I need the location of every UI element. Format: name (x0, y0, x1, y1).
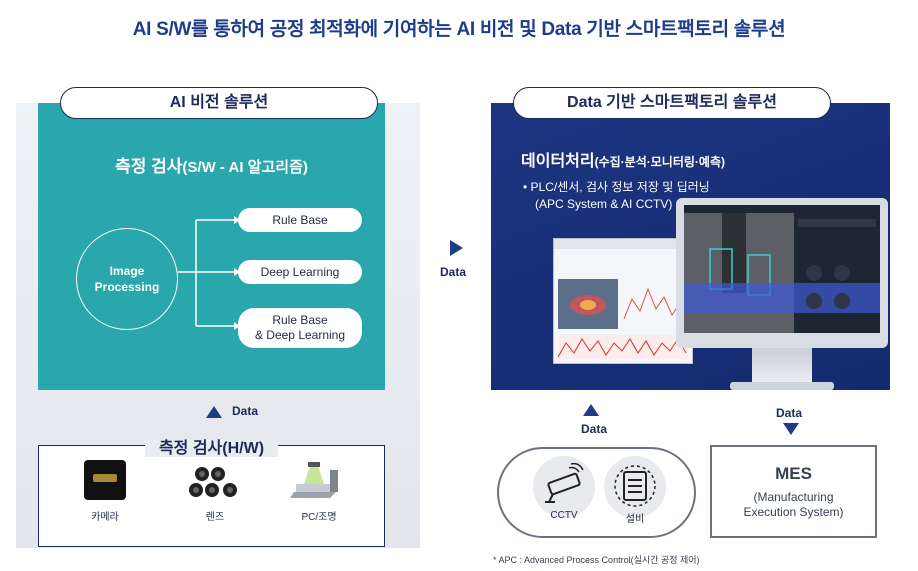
pc-lighting-icon (290, 462, 338, 498)
lens-icon (189, 467, 237, 497)
bullet-line1: • PLC/센서, 검사 정보 저장 및 딥러닝 (523, 180, 710, 194)
arrowhead-rule (234, 216, 240, 224)
hw-inspection-title-text: 측정 검사(H/W) (144, 440, 279, 457)
image-processing-line2: Processing (94, 280, 160, 294)
data-processing-bullet: • PLC/센서, 검사 정보 저장 및 딥러닝 (APC System & A… (523, 179, 710, 213)
lens-label: 렌즈 (205, 512, 225, 523)
equipment-data-label: Data (581, 422, 608, 436)
arrowhead-deep (234, 268, 240, 276)
cctv-icon (533, 456, 595, 518)
deep-learning-label: Deep Learning (260, 264, 340, 279)
camera-label: 카메라 (91, 512, 119, 523)
mes-data-label: Data (776, 406, 803, 420)
middle-data-label: Data (440, 265, 467, 279)
monitor-stand (752, 348, 812, 386)
branch-connectors (178, 216, 240, 330)
hw-to-sw-data-flow: Data (206, 404, 258, 418)
sw-inspection-detail: (S/W - AI 알고리즘) (182, 159, 308, 176)
mes-box (710, 445, 877, 538)
monitor-screen (684, 205, 880, 333)
up-arrow-icon (583, 404, 599, 416)
rule-deep-label-line1: Rule Base (272, 313, 328, 327)
footnote: * APC : Advanced Process Control(실시간 공정 … (493, 555, 700, 565)
arrowhead-both (234, 322, 240, 330)
page-title: AI S/W를 통하여 공정 최적화에 기여하는 AI 비전 및 Data 기반… (132, 19, 786, 40)
data-processing-detail: (수집·분석·모니터링·예측) (594, 155, 725, 169)
data-label: Data (232, 404, 259, 418)
monitor-base (730, 382, 834, 390)
mes-desc-line2: Execution System) (743, 505, 844, 519)
cctv-label: CCTV (550, 510, 578, 521)
deep-learning-node: Deep Learning (238, 260, 362, 284)
rule-base-node: Rule Base (238, 208, 362, 232)
rule-deep-label-line2: & Deep Learning (254, 328, 346, 342)
sw-inspection-title: 측정 검사(S/W - AI 알고리즘) (38, 152, 385, 177)
mes-description: (Manufacturing Execution System) (710, 490, 877, 520)
up-arrow-icon (206, 405, 222, 418)
hw-inspection-title: 측정 검사(H/W) (38, 434, 385, 458)
bullet-line2: (APC System & AI CCTV) (535, 197, 673, 211)
down-arrow-icon (783, 423, 799, 435)
equipment-group (497, 447, 696, 538)
facility-label: 설비 (625, 514, 645, 525)
sw-inspection-main: 측정 검사 (115, 157, 183, 176)
ai-vision-header: AI 비전 솔루션 (60, 87, 378, 119)
mes-title: MES (775, 464, 812, 483)
smart-factory-header: Data 기반 스마트팩토리 솔루션 (513, 87, 831, 119)
pc-lighting-label: PC/조명 (301, 512, 337, 523)
image-processing-line1: Image (109, 264, 145, 278)
camera-icon (84, 460, 126, 500)
rule-deep-node: Rule Base & Deep Learning (238, 308, 362, 348)
right-arrow-icon (450, 240, 463, 256)
dashboard-screenshot (553, 238, 694, 364)
mes-desc-line1: (Manufacturing (753, 490, 834, 504)
rule-base-label: Rule Base (272, 212, 328, 227)
data-processing-main: 데이터처리 (521, 153, 595, 170)
data-processing-title: 데이터처리(수집·분석·모니터링·예측) (521, 147, 725, 171)
facility-icon (604, 456, 666, 518)
image-processing-node: Image Processing (76, 228, 178, 330)
